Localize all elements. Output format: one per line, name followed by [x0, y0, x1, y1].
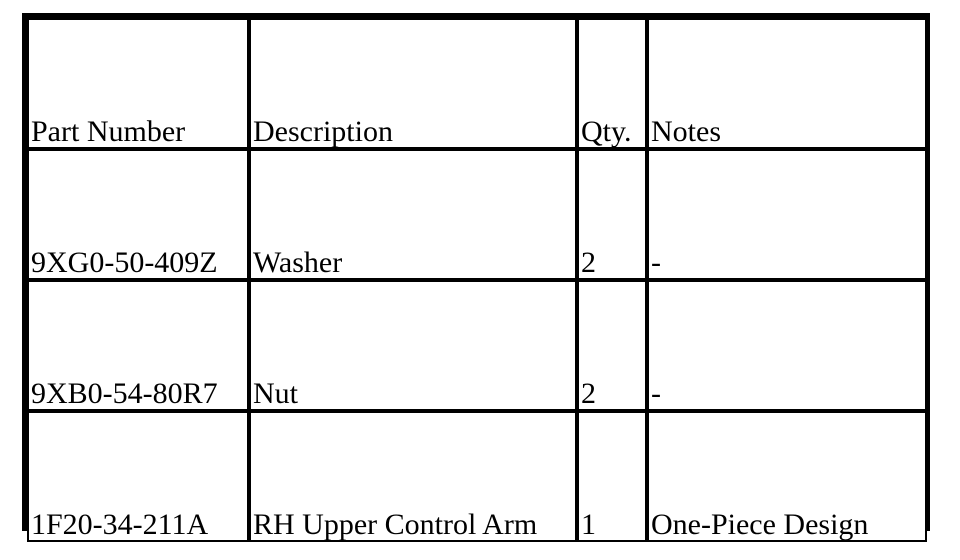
cell-notes-value: -: [651, 377, 661, 411]
cell-qty: 2: [577, 280, 647, 411]
column-header-qty-label: Qty.: [581, 115, 632, 149]
cell-part-number: 9XG0-50-409Z: [27, 149, 249, 280]
table-header-row: Part Number Description Qty. Notes: [27, 18, 927, 149]
cell-part-number-value: 9XG0-50-409Z: [31, 246, 218, 280]
cell-notes-value: One-Piece Design: [651, 508, 869, 542]
parts-table-head: Part Number Description Qty. Notes: [27, 18, 927, 149]
parts-table-frame: Part Number Description Qty. Notes: [22, 13, 930, 542]
column-header-description-label: Description: [253, 115, 393, 149]
column-header-part-number-label: Part Number: [31, 115, 186, 149]
cell-part-number-value: 1F20-34-211A: [31, 508, 209, 542]
cell-qty: 1: [577, 411, 647, 542]
cell-notes: -: [647, 280, 927, 411]
cell-part-number: 9XB0-54-80R7: [27, 280, 249, 411]
column-header-notes: Notes: [647, 18, 927, 149]
cell-description-value: Nut: [253, 377, 298, 411]
table-row: 9XB0-54-80R7 Nut 2 -: [27, 280, 927, 411]
parts-table-body: 9XG0-50-409Z Washer 2 - 9XB0-54-80R7: [27, 149, 927, 542]
cell-part-number: 1F20-34-211A: [27, 411, 249, 542]
cell-part-number-value: 9XB0-54-80R7: [31, 377, 218, 411]
cell-description-value: RH Upper Control Arm: [253, 508, 538, 542]
table-row: 1F20-34-211A RH Upper Control Arm 1 One-…: [27, 411, 927, 542]
cell-qty-value: 1: [581, 508, 596, 542]
column-header-part-number: Part Number: [27, 18, 249, 149]
cell-qty-value: 2: [581, 246, 596, 280]
column-header-description: Description: [249, 18, 577, 149]
parts-table: Part Number Description Qty. Notes: [27, 18, 927, 542]
cell-qty: 2: [577, 149, 647, 280]
cell-description-value: Washer: [253, 246, 343, 280]
cell-qty-value: 2: [581, 377, 596, 411]
cell-description: Washer: [249, 149, 577, 280]
cell-notes: -: [647, 149, 927, 280]
column-header-notes-label: Notes: [651, 115, 721, 149]
table-row: 9XG0-50-409Z Washer 2 -: [27, 149, 927, 280]
cell-notes-value: -: [651, 246, 661, 280]
cell-notes: One-Piece Design: [647, 411, 927, 542]
cell-description: Nut: [249, 280, 577, 411]
cell-description: RH Upper Control Arm: [249, 411, 577, 542]
column-header-qty: Qty.: [577, 18, 647, 149]
